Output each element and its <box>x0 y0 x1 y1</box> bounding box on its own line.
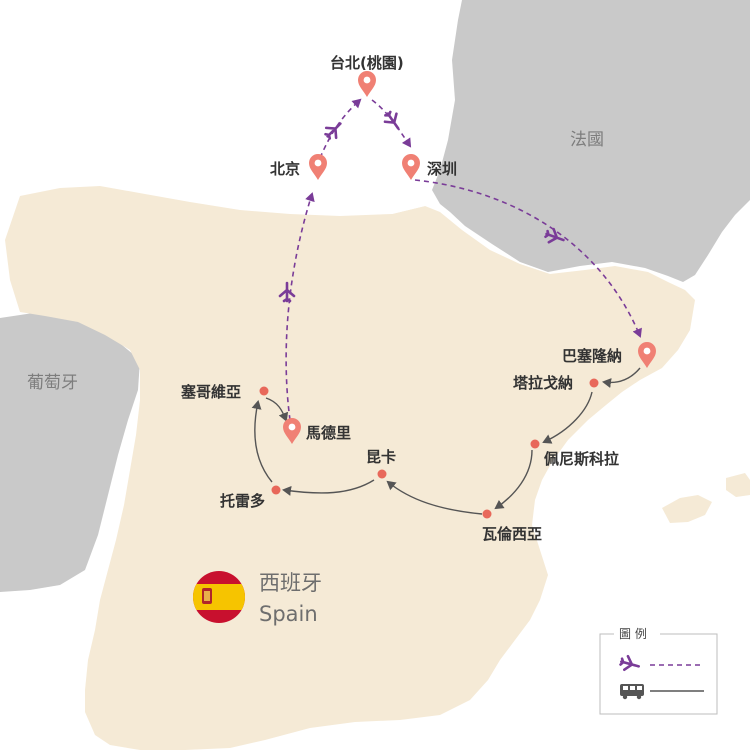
city-label-taipei: 台北(桃園) <box>330 54 404 72</box>
country-label-france: 法國 <box>570 130 604 150</box>
spain-flag-icon <box>193 571 245 623</box>
dot-tarragona <box>589 378 599 388</box>
country-label-spain-en: Spain <box>259 602 318 626</box>
bus-route-barcelona-tarragona <box>602 367 641 388</box>
city-label-madrid: 馬德里 <box>306 424 351 442</box>
city-label-peniscola: 佩尼斯科拉 <box>544 450 619 468</box>
france-landmass <box>432 0 750 282</box>
bus-route-toledo-segovia <box>251 400 273 483</box>
legend: 圖 例 <box>599 627 718 715</box>
bus-icon <box>620 684 644 700</box>
city-label-valencia: 瓦倫西亞 <box>482 525 542 543</box>
bus-route-tarragona-peniscola <box>542 391 593 444</box>
bus-route-peniscola-valencia <box>494 449 533 510</box>
bus-route-valencia-cuenca <box>386 480 483 515</box>
city-label-segovia: 塞哥維亞 <box>181 383 241 401</box>
flight-route-shenzhen-barcelona <box>414 179 642 338</box>
city-label-toledo: 托雷多 <box>220 492 265 510</box>
dot-toledo <box>271 485 281 495</box>
city-label-cuenca: 昆卡 <box>366 448 396 466</box>
city-label-tarragona: 塔拉戈納 <box>513 374 573 392</box>
country-label-portugal: 葡萄牙 <box>27 373 78 393</box>
dot-segovia <box>259 386 269 396</box>
legend-title: 圖 例 <box>619 627 647 641</box>
city-label-shenzhen: 深圳 <box>427 160 457 178</box>
portugal-landmass <box>0 312 140 592</box>
flight-route-beijing-taipei <box>319 98 362 159</box>
city-label-beijing: 北京 <box>270 160 300 178</box>
dot-valencia <box>482 509 492 519</box>
city-label-barcelona: 巴塞隆納 <box>562 347 622 365</box>
bus-route-segovia-madrid <box>265 397 289 422</box>
country-label-spain-zh: 西班牙 <box>259 571 322 595</box>
dot-cuenca <box>377 469 387 479</box>
spain-landmass <box>5 186 695 750</box>
bus-routes <box>251 367 641 515</box>
flight-route-madrid-beijing <box>285 192 315 421</box>
balearic-islands <box>662 495 712 523</box>
dot-peniscola <box>530 439 540 449</box>
bus-route-cuenca-toledo <box>282 479 375 496</box>
